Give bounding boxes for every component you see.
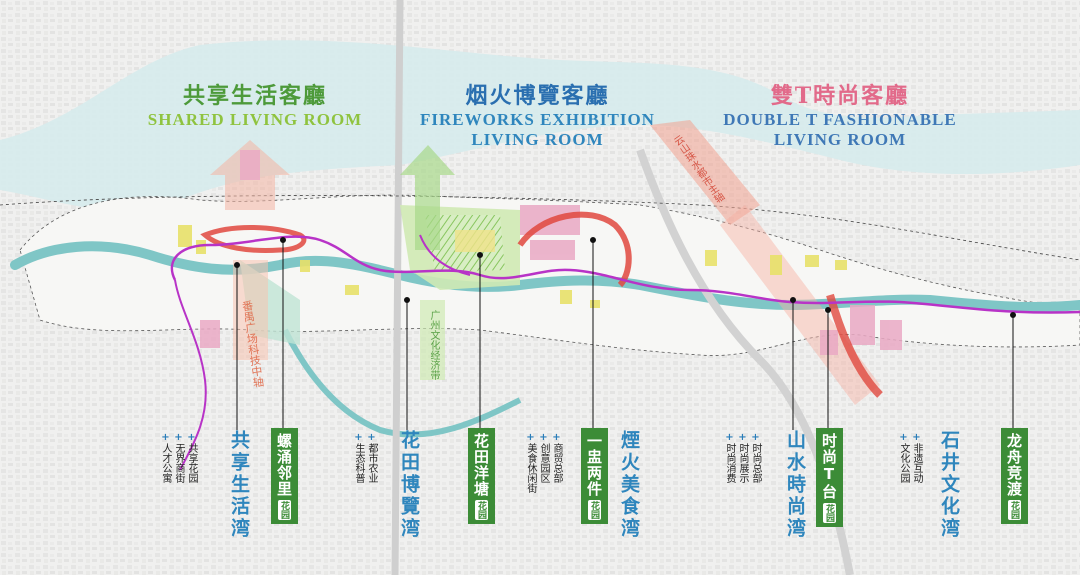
zone-shijing-features: 非遗互动 文化公园: [898, 432, 922, 483]
feature-item: 时尚消费: [724, 432, 735, 483]
feature-item: 文化公园: [898, 432, 909, 483]
zone-shanshui-box: 时尚T台 花园: [816, 428, 843, 527]
red-loop-left: [200, 225, 307, 253]
feature-item: 人才公寓: [160, 432, 171, 483]
header-shared-en: SHARED LIVING ROOM: [147, 110, 363, 129]
garden-tag: 花园: [588, 500, 601, 520]
garden-tag: 花园: [823, 503, 836, 523]
header-fireworks-en-1: FIREWORKS EXHIBITION: [420, 110, 655, 129]
header-shared: 共享生活客廳 SHARED LIVING ROOM: [130, 78, 380, 130]
zone-shanshui-features: 时尚总部 时尚展示 时尚消费: [724, 432, 761, 483]
garden-tag: 花园: [1008, 500, 1021, 520]
feature-item: 创意园区: [538, 432, 549, 493]
zone-shijing-box: 龙舟竞渡 花园: [1001, 428, 1028, 524]
zone-shijing-box-label: 龙舟竞渡: [1005, 433, 1023, 497]
zone-huatian-box-label: 花田洋塘: [472, 433, 490, 497]
zone-shanshui-box-label: 时尚T台: [820, 433, 838, 500]
header-fireworks-zh: 烟火博覽客廳: [465, 83, 610, 109]
zone-yanhuo-title: 煙火美食湾: [618, 430, 640, 540]
feature-item: 都市农业: [366, 432, 377, 483]
header-double-t-en-2: LIVING ROOM: [773, 130, 907, 149]
feature-item: 生态科普: [353, 432, 364, 483]
zone-huatian-box: 花田洋塘 花园: [468, 428, 495, 524]
zone-shijing-title: 石井文化湾: [938, 430, 960, 540]
zone-yanhuo-features: 商贸总部 创意园区 美食休闲街: [525, 432, 562, 493]
zone-shanshui-title: 山水時尚湾: [784, 430, 806, 540]
feature-item: 非遗互动: [911, 432, 922, 483]
route-line: [170, 235, 1080, 314]
zone-yanhuo-box: 一盅两件 花园: [581, 428, 608, 524]
feature-item: 商贸总部: [551, 432, 562, 493]
zone-huatian-title: 花田博覽湾: [398, 430, 420, 540]
feature-item: 美食休闲街: [525, 432, 536, 493]
axis-label-middle: 广州文化经济带: [428, 310, 439, 380]
header-fireworks-en-2: LIVING ROOM: [471, 130, 604, 149]
feature-item: 时尚总部: [750, 432, 761, 483]
zone-yanhuo-box-label: 一盅两件: [585, 433, 603, 497]
header-double-t-zh: 雙T時尚客廳: [770, 83, 910, 109]
zone-shared-box: 螺涌邻里 花园: [271, 428, 298, 524]
feature-item: 共享花园: [186, 432, 197, 483]
red-loop-middle: [517, 211, 632, 288]
garden-tag: 花园: [278, 500, 291, 520]
zone-shared-box-label: 螺涌邻里: [275, 433, 293, 497]
zone-huatian-features: 都市农业 生态科普: [353, 432, 377, 483]
header-fireworks: 烟火博覽客廳 FIREWORKS EXHIBITION LIVING ROOM: [395, 78, 680, 150]
header-double-t: 雙T時尚客廳 DOUBLE T FASHIONABLE LIVING ROOM: [705, 78, 975, 150]
zone-shared-features: 共享花园 无界商街 人才公寓: [160, 432, 197, 483]
feature-item: 时尚展示: [737, 432, 748, 483]
zone-shared-title: 共享生活湾: [228, 430, 250, 540]
feature-item: 无界商街: [173, 432, 184, 483]
red-loop-right: [826, 293, 883, 398]
header-double-t-en-1: DOUBLE T FASHIONABLE: [723, 110, 957, 129]
canal: [10, 241, 1080, 313]
header-shared-zh: 共享生活客廳: [182, 83, 327, 109]
garden-tag: 花园: [475, 500, 488, 520]
